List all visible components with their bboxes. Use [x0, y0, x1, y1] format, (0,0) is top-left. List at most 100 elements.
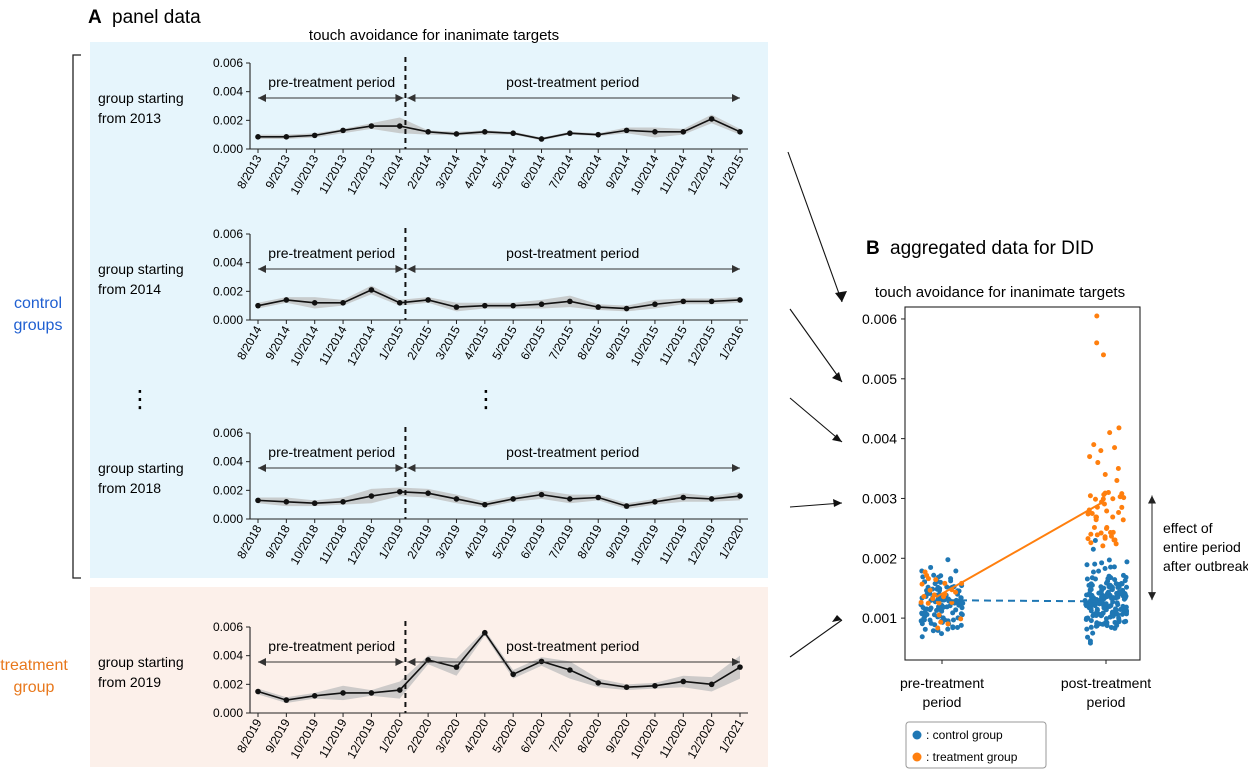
effect-label: entire period: [1163, 539, 1241, 555]
data-point: [680, 678, 687, 685]
treatment-group-label: treatment: [0, 657, 68, 674]
data-point: [453, 131, 460, 137]
control-point: [1118, 606, 1124, 612]
data-point: [255, 688, 261, 695]
control-point: [1092, 561, 1098, 567]
y-tick-label: 0.004: [213, 649, 243, 663]
treatment-point: [936, 612, 942, 618]
treatment-point: [1092, 496, 1098, 502]
treatment-point: [945, 621, 951, 627]
control-point: [945, 557, 951, 563]
post-arrowhead-right: [732, 464, 740, 472]
data-point: [708, 681, 715, 688]
treatment-point: [1102, 535, 1108, 541]
treatment-point: [1085, 536, 1091, 542]
control-point: [1088, 618, 1094, 624]
control-point: [1103, 580, 1109, 586]
data-point: [538, 301, 545, 308]
control-point: [932, 581, 938, 587]
treatment-point: [1112, 537, 1118, 543]
arrow-2018: [789, 502, 843, 508]
treatment-point: [919, 581, 925, 587]
panel-a-letter: A: [88, 7, 102, 28]
treatment-point: [1094, 532, 1100, 538]
data-point: [623, 127, 630, 134]
post-arrowhead-left: [407, 94, 416, 102]
treatment-point: [1116, 425, 1122, 431]
data-point: [652, 682, 658, 689]
y-tick-label: 0.006: [213, 620, 243, 634]
data-point: [538, 491, 545, 498]
pre-arrowhead-right: [395, 94, 404, 102]
control-point: [1123, 611, 1129, 617]
data-point: [482, 302, 488, 309]
data-point: [396, 300, 403, 306]
ellipsis-center: ⋮: [474, 386, 498, 413]
treatment-point: [1088, 540, 1094, 546]
treatment-point: [1114, 478, 1120, 484]
data-point: [680, 129, 687, 135]
data-point: [652, 129, 658, 135]
control-point: [1092, 538, 1098, 544]
control-point: [1098, 584, 1104, 590]
data-point: [368, 123, 375, 129]
control-point: [1113, 581, 1119, 587]
series-line: [258, 118, 741, 140]
legend: [905, 721, 1047, 769]
control-point: [1109, 611, 1115, 617]
treatment-point: [1105, 489, 1111, 495]
control-point: [1108, 564, 1114, 570]
data-point: [340, 127, 346, 134]
data-point: [255, 302, 261, 309]
y-tick-label: 0.004: [862, 431, 897, 447]
control-point: [1084, 576, 1090, 582]
post-arrowhead-left: [407, 464, 416, 472]
group-label: group starting: [98, 90, 184, 106]
arrowhead-2014: [832, 372, 842, 382]
plot-frame: [904, 306, 1141, 661]
panel-b-subtitle: touch avoidance for inanimate targets: [875, 284, 1125, 301]
data-point: [595, 131, 602, 138]
control-point: [928, 564, 934, 570]
control-point: [1115, 584, 1121, 590]
post-arrowhead-right: [732, 94, 740, 102]
data-point: [680, 298, 687, 305]
control-point: [1112, 577, 1118, 583]
data-point: [510, 496, 516, 502]
treatment-point: [1091, 442, 1097, 448]
treatment-point: [1110, 496, 1116, 502]
data-point: [425, 490, 431, 497]
y-tick-label: 0.006: [862, 311, 897, 327]
x-category-label: period: [1087, 694, 1126, 710]
data-point: [737, 664, 743, 670]
control-mean-line: [935, 599, 1101, 603]
data-point: [708, 496, 715, 502]
y-tick-label: 0.000: [213, 706, 243, 720]
data-point: [623, 684, 630, 690]
arrowhead-2013: [835, 291, 847, 302]
treatment-point: [918, 599, 924, 605]
y-tick-label: 0.000: [213, 512, 243, 526]
treatment-point: [1087, 454, 1093, 460]
control-point: [1104, 620, 1110, 626]
treatment-point: [1085, 511, 1091, 517]
treatment-group-label-line2: group: [14, 679, 55, 696]
treatment-point: [941, 594, 947, 600]
control-point: [1106, 557, 1112, 563]
data-point: [425, 297, 431, 303]
data-point: [510, 130, 516, 137]
treatment-point: [1094, 313, 1100, 319]
y-tick-label: 0.002: [862, 550, 897, 566]
y-tick-label: 0.002: [213, 483, 243, 497]
pre-period-label: pre-treatment period: [268, 245, 395, 261]
treatment-point: [921, 594, 927, 600]
data-point: [595, 304, 602, 310]
treatment-point: [1100, 543, 1106, 549]
control-point: [1096, 601, 1102, 607]
x-category-label: period: [923, 694, 962, 710]
treatment-point: [1110, 529, 1116, 535]
treatment-point: [953, 589, 959, 595]
effect-label: after outbreak: [1163, 558, 1248, 574]
panel-b-letter: B: [866, 238, 880, 259]
connector-arrows: [787, 151, 843, 658]
